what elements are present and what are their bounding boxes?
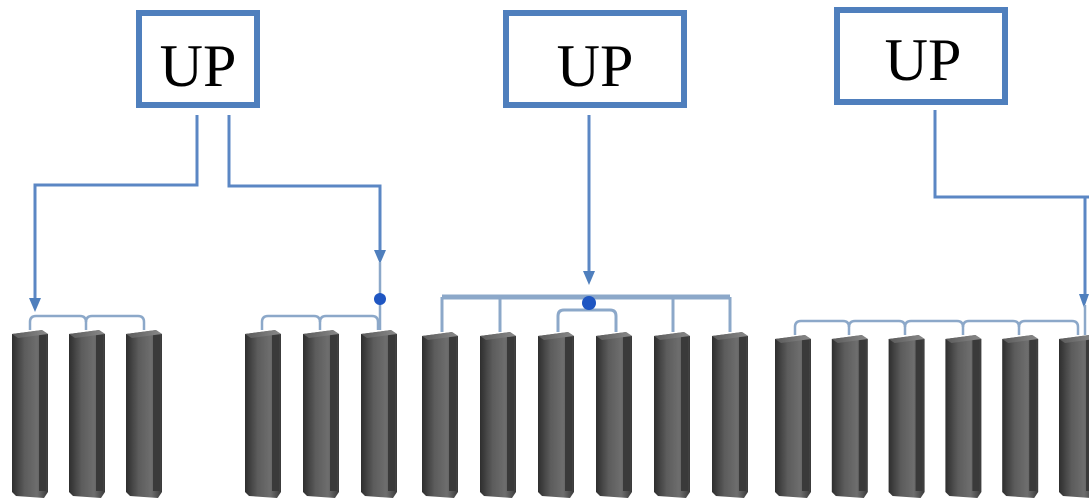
equipment-unit-icon — [126, 330, 162, 498]
equipment-unit-icon — [831, 335, 868, 498]
equipment-unit-icon — [361, 330, 397, 498]
units-layer — [12, 330, 1089, 498]
group-1-bus — [28, 314, 146, 330]
equipment-unit-icon — [480, 332, 516, 498]
equipment-unit-icon — [422, 332, 458, 498]
up-box-2: UP — [503, 10, 687, 108]
equipment-unit-icon — [654, 332, 690, 498]
group-2-units — [245, 330, 397, 498]
equipment-unit-icon — [1002, 335, 1039, 498]
equipment-unit-icon — [1059, 335, 1089, 498]
connector-up1-to-group2 — [227, 115, 382, 253]
up-box-1: UP — [136, 10, 260, 108]
connector-up3-to-group4 — [933, 110, 1089, 199]
equipment-unit-icon — [303, 330, 339, 498]
equipment-unit-icon — [775, 335, 811, 498]
equipment-unit-icon — [945, 335, 982, 498]
up-box-3: UP — [834, 7, 1008, 105]
up-box-1-label: UP — [160, 33, 237, 99]
up-box-3-label: UP — [885, 27, 962, 93]
equipment-unit-icon — [538, 332, 574, 498]
arrow-head-icon — [374, 250, 386, 264]
arrow-head-icon — [29, 298, 41, 312]
arrow-head-icon — [1079, 294, 1089, 308]
equipment-unit-icon — [712, 332, 748, 498]
equipment-unit-icon — [888, 335, 925, 498]
up-box-2-label: UP — [557, 33, 634, 99]
equipment-unit-icon — [245, 330, 281, 498]
group-4-units — [775, 335, 1089, 498]
connector-up1-to-group1 — [33, 115, 199, 302]
equipment-unit-icon — [69, 330, 105, 498]
joint-dot-icon — [374, 293, 386, 305]
joint-dot-icon — [582, 296, 596, 310]
equipment-unit-icon — [12, 330, 48, 498]
group-2-bus — [260, 262, 382, 330]
group-1-units — [12, 330, 162, 498]
group-3-units — [422, 332, 748, 498]
equipment-unit-icon — [596, 332, 632, 498]
arrow-head-icon — [583, 271, 595, 285]
group-4-bus — [793, 305, 1087, 335]
